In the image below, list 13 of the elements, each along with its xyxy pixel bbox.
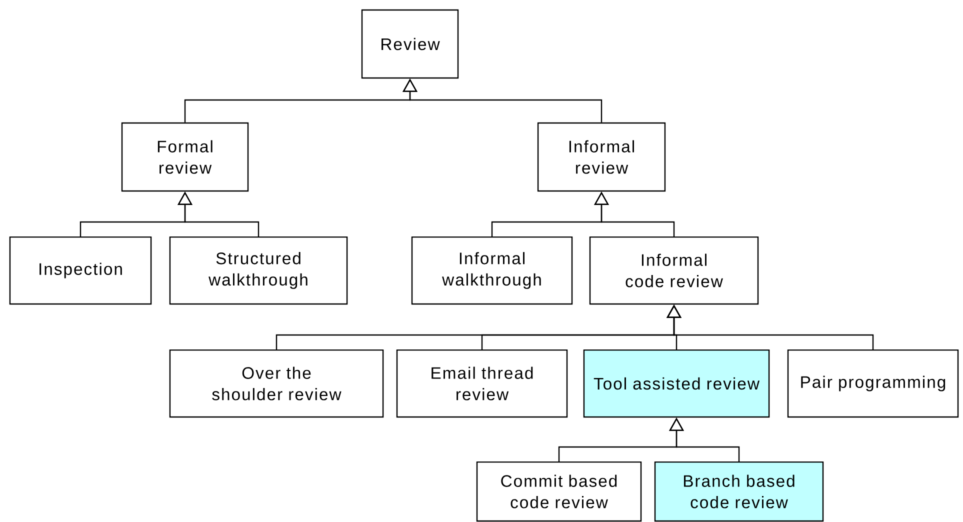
class-box: Over the shoulder review (169, 349, 384, 418)
class-box: Formal review (121, 122, 249, 192)
class-box: Pair programming (787, 349, 959, 418)
class-box: Email thread review (396, 349, 568, 418)
class-box: Branch based code review (654, 461, 824, 522)
class-box: Informal review (537, 122, 666, 192)
class-box: Informal code review (589, 236, 759, 305)
class-box: Structured walkthrough (169, 236, 348, 305)
class-box: Tool assisted review (583, 349, 770, 418)
class-box: Inspection (9, 236, 152, 305)
class-box: Review (361, 9, 459, 79)
class-box: Informal walkthrough (411, 236, 573, 305)
class-box: Commit based code review (476, 461, 642, 522)
